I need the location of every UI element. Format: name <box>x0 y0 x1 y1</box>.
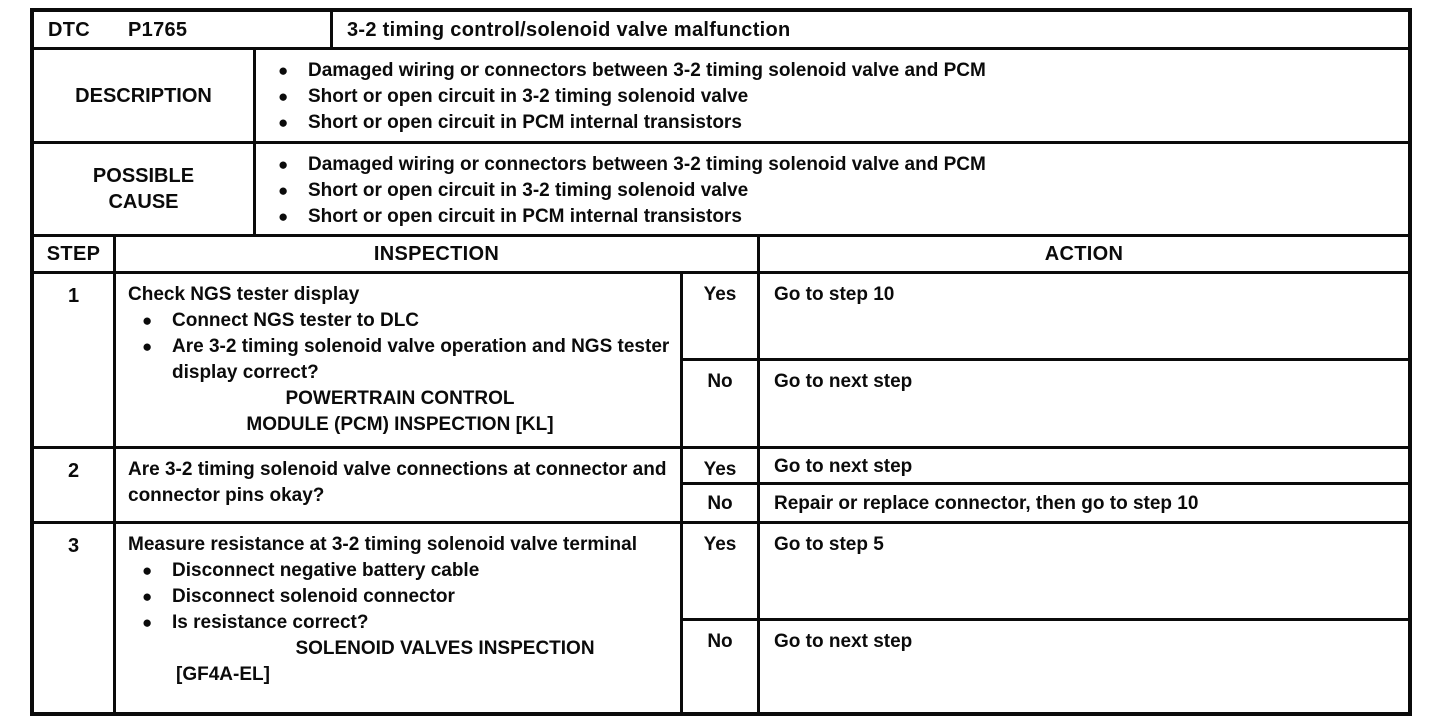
list-item: ● Short or open circuit in 3-2 timing so… <box>270 178 1398 204</box>
action-cell: Go to next step <box>757 618 1408 712</box>
bullet-icon: ● <box>278 181 289 200</box>
bullet-icon: ● <box>278 207 289 226</box>
answer-cell: Yes <box>680 271 757 358</box>
bullet-icon: ● <box>142 561 153 580</box>
reference-line: MODULE (PCM) INSPECTION [KL] <box>246 414 554 435</box>
action-column-header: ACTION <box>757 234 1408 271</box>
list-item: ● Damaged wiring or connectors between 3… <box>270 58 1398 84</box>
step-number: 2 <box>67 460 80 482</box>
dtc-code-cell: DTC P1765 <box>34 12 330 47</box>
inspection-bullet-text: Disconnect solenoid connector <box>172 586 455 607</box>
action-text: Go to step 10 <box>774 284 895 305</box>
inspection-bullet-text: Is resistance correct? <box>172 612 369 633</box>
action-text: Go to next step <box>774 371 913 392</box>
bullet-icon: ● <box>278 113 289 132</box>
list-item: ● Disconnect negative battery cable <box>128 558 672 584</box>
step-number-cell: 2 <box>34 446 113 521</box>
action-cell: Repair or replace connector, then go to … <box>757 482 1408 521</box>
action-header-label: ACTION <box>1044 243 1124 265</box>
list-item: ● Short or open circuit in PCM internal … <box>270 204 1398 230</box>
action-text: Go to next step <box>774 456 913 477</box>
step-number: 3 <box>67 535 80 557</box>
inspection-bullet-text: Connect NGS tester to DLC <box>172 310 420 331</box>
action-cell: Go to next step <box>757 358 1408 446</box>
inspection-column-header: INSPECTION <box>113 234 757 271</box>
dtc-troubleshooting-table: DTC P1765 3-2 timing control/solenoid va… <box>30 8 1412 716</box>
dtc-code: P1765 <box>128 18 188 41</box>
inspection-cell: Measure resistance at 3-2 timing solenoi… <box>113 521 680 712</box>
action-text: Go to next step <box>774 631 913 652</box>
action-cell: Go to next step <box>757 446 1408 482</box>
list-item: ● Are 3-2 timing solenoid valve operatio… <box>128 334 672 386</box>
possible-cause-label-line1: POSSIBLE <box>92 165 195 187</box>
dtc-title-cell: 3-2 timing control/solenoid valve malfun… <box>330 12 1408 47</box>
list-item: ● Connect NGS tester to DLC <box>128 308 672 334</box>
action-cell: Go to step 10 <box>757 271 1408 358</box>
inspection-intro: Check NGS tester display <box>128 284 360 305</box>
step-number: 1 <box>67 285 80 307</box>
bullet-icon: ● <box>278 61 289 80</box>
list-item: ● Disconnect solenoid connector <box>128 584 672 610</box>
step-number-cell: 1 <box>34 271 113 446</box>
answer-no-label: No <box>707 371 733 392</box>
step-column-header: STEP <box>34 234 113 271</box>
inspection-cell: Check NGS tester display ● Connect NGS t… <box>113 271 680 446</box>
possible-cause-label-cell: POSSIBLE CAUSE <box>34 141 253 234</box>
step-number-cell: 3 <box>34 521 113 712</box>
bullet-icon: ● <box>278 87 289 106</box>
list-item: ● Damaged wiring or connectors between 3… <box>270 152 1398 178</box>
action-text: Repair or replace connector, then go to … <box>774 493 1199 514</box>
list-item: ● Is resistance correct? <box>128 610 672 636</box>
step-header-label: STEP <box>46 243 101 265</box>
possible-cause-content-cell: ● Damaged wiring or connectors between 3… <box>253 141 1408 234</box>
possible-cause-bullet-text: Short or open circuit in PCM internal tr… <box>308 206 742 227</box>
answer-yes-label: Yes <box>703 284 737 305</box>
list-item: ● Short or open circuit in PCM internal … <box>270 110 1398 136</box>
answer-cell: Yes <box>680 446 757 482</box>
bullet-icon: ● <box>142 337 153 356</box>
answer-no-label: No <box>707 493 733 514</box>
inspection-cell: Are 3-2 timing solenoid valve connection… <box>113 446 680 521</box>
inspection-intro: Are 3-2 timing solenoid valve connection… <box>128 459 667 506</box>
bullet-icon: ● <box>278 155 289 174</box>
reference-line: POWERTRAIN CONTROL <box>285 388 515 409</box>
bullet-icon: ● <box>142 311 153 330</box>
description-content-cell: ● Damaged wiring or connectors between 3… <box>253 47 1408 141</box>
list-item: ● Short or open circuit in 3-2 timing so… <box>270 84 1398 110</box>
answer-no-label: No <box>707 631 733 652</box>
answer-cell: No <box>680 482 757 521</box>
inspection-bullet-text: Disconnect negative battery cable <box>172 560 480 581</box>
description-label-cell: DESCRIPTION <box>34 47 253 141</box>
action-cell: Go to step 5 <box>757 521 1408 618</box>
answer-cell: Yes <box>680 521 757 618</box>
possible-cause-bullet-text: Short or open circuit in 3-2 timing sole… <box>308 180 749 201</box>
reference-line: [GF4A-EL] <box>176 664 270 685</box>
inspection-bullet-text: Are 3-2 timing solenoid valve operation … <box>172 336 670 383</box>
inspection-header-label: INSPECTION <box>373 243 500 265</box>
description-bullet-text: Damaged wiring or connectors between 3-2… <box>308 60 986 81</box>
inspection-intro: Measure resistance at 3-2 timing solenoi… <box>128 534 637 555</box>
answer-cell: No <box>680 618 757 712</box>
action-text: Go to step 5 <box>774 534 884 555</box>
bullet-icon: ● <box>142 613 153 632</box>
answer-yes-label: Yes <box>703 534 737 555</box>
reference-line: SOLENOID VALVES INSPECTION <box>295 638 595 659</box>
bullet-icon: ● <box>142 587 153 606</box>
description-bullet-text: Short or open circuit in 3-2 timing sole… <box>308 86 749 107</box>
dtc-title: 3-2 timing control/solenoid valve malfun… <box>347 18 791 41</box>
possible-cause-label-line2: CAUSE <box>108 191 179 213</box>
description-bullet-text: Short or open circuit in PCM internal tr… <box>308 112 742 133</box>
answer-cell: No <box>680 358 757 446</box>
description-label: DESCRIPTION <box>75 84 212 107</box>
dtc-label: DTC <box>48 18 91 41</box>
possible-cause-bullet-text: Damaged wiring or connectors between 3-2… <box>308 154 986 175</box>
answer-yes-label: Yes <box>703 459 737 480</box>
